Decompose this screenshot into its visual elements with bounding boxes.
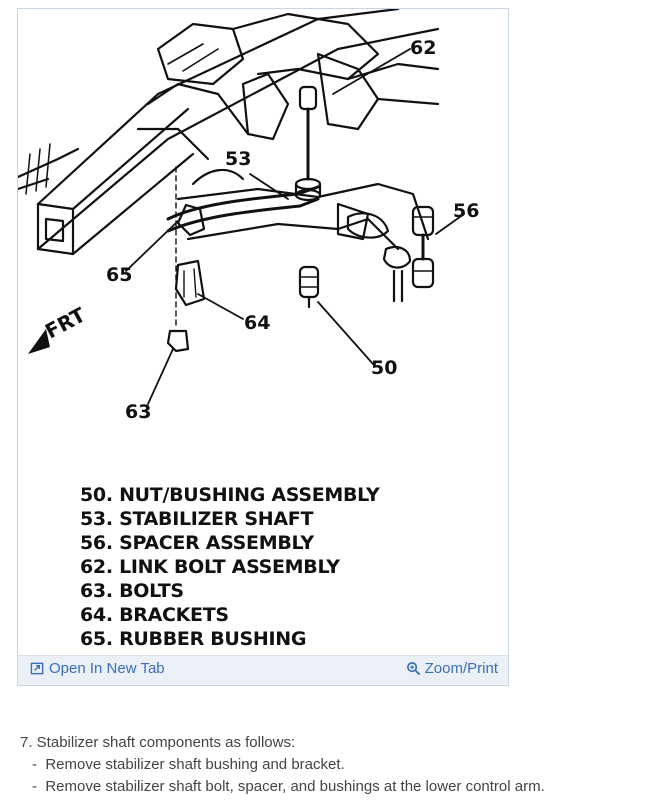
legend-item: 56. SPACER ASSEMBLY [80,532,314,554]
step-text: 7. Stabilizer shaft components as follow… [20,734,296,751]
figure-toolbar: Open In New Tab Zoom/Print [18,655,508,685]
parts-legend: 50. NUT/BUSHING ASSEMBLY 53. STABILIZER … [80,483,500,651]
open-in-new-tab-label: Open In New Tab [49,660,165,677]
substep-text: Remove stabilizer shaft bolt, spacer, an… [45,778,545,795]
legend-item: 64. BRACKETS [80,604,229,626]
substep-text: Remove stabilizer shaft bushing and brac… [45,756,345,773]
callout-50: 50 [371,357,397,379]
open-in-new-tab-button[interactable]: Open In New Tab [30,660,165,677]
spacer-assembly [411,205,435,289]
instructions: 7. Stabilizer shaft components as follow… [20,732,640,798]
callout-53: 53 [225,148,251,170]
callout-65: 65 [106,264,132,286]
zoom-print-button[interactable]: Zoom/Print [406,660,498,677]
leader-lines [125,48,465,405]
link-bolt-assembly [294,85,322,202]
callout-frt: FRT [41,302,89,343]
callout-62: 62 [410,37,436,59]
substep-item: - Remove stabilizer shaft bushing and br… [32,756,345,773]
substep-item: - Remove stabilizer shaft bolt, spacer, … [32,778,545,795]
callout-63: 63 [125,401,151,423]
lower-control-arm [176,182,430,303]
figure-frame: 62 53 56 65 64 50 63 FRT 50. NUT/BUSHING… [17,8,509,686]
open-in-new-tab-icon [30,662,44,675]
legend-item: 63. BOLTS [80,580,184,602]
suspension-diagram: 62 53 56 65 64 50 63 FRT [18,9,479,423]
callout-64: 64 [244,312,270,334]
legend-item: 62. LINK BOLT ASSEMBLY [80,556,340,578]
frame-rail [18,9,440,256]
front-arrow [28,329,50,354]
bracket-bushing [166,166,206,353]
callout-56: 56 [453,200,479,222]
zoom-print-label: Zoom/Print [424,660,498,677]
legend-item: 50. NUT/BUSHING ASSEMBLY [80,484,380,506]
zoom-icon [406,662,420,676]
crossmember [136,12,440,161]
stabilizer-shaft [166,168,320,233]
legend-item: 53. STABILIZER SHAFT [80,508,314,530]
nut-bushing-assembly [298,265,320,309]
legend-item: 65. RUBBER BUSHING [80,628,307,650]
